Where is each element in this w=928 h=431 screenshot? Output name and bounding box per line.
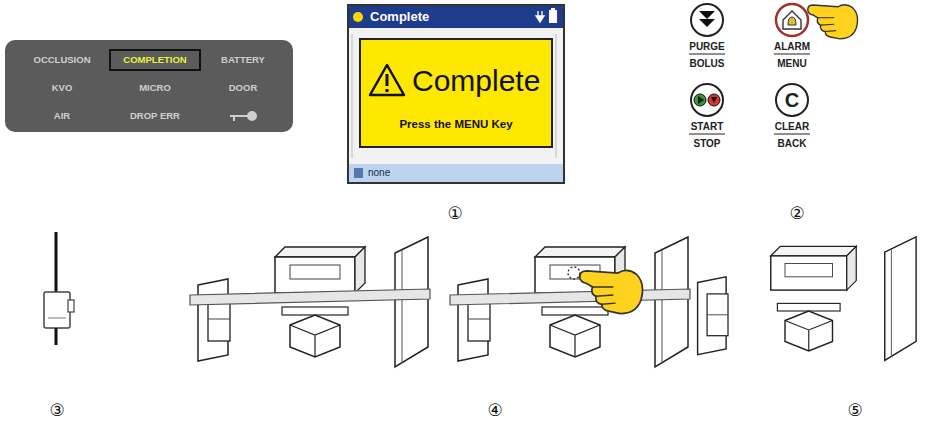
alarm-menu-button: ALARM MENU <box>760 2 824 74</box>
lcd-screen <box>348 5 564 183</box>
node-text: BOLUS <box>690 59 725 69</box>
alert-box-part <box>360 39 552 147</box>
node-text: C <box>785 90 799 110</box>
node-text: PURGE <box>689 42 725 52</box>
start-stop-button-icon-part <box>698 96 704 104</box>
lcd-screen-part <box>354 168 363 178</box>
pump-mechanism-pressing-part <box>580 270 643 313</box>
connector-plug <box>44 232 74 345</box>
node-text: DROP ERR <box>130 111 180 121</box>
alarm-button-icon-part <box>783 11 801 29</box>
connector-plug-part <box>68 300 74 312</box>
node-text: DOOR <box>229 83 258 93</box>
lcd-screen-part <box>536 11 544 22</box>
alert-box-part <box>370 65 404 95</box>
clear-button-icon <box>774 84 810 134</box>
pump-mechanism-with-tube <box>190 237 430 367</box>
alert-box <box>360 39 552 147</box>
key-lock-icon-part <box>230 115 248 117</box>
lcd-screen-part <box>352 34 556 158</box>
node-text: STOP <box>693 139 720 149</box>
lcd-screen-part <box>353 12 363 22</box>
alert-box: CompletePress the MENU Key <box>360 39 552 147</box>
lcd-screen-part <box>551 8 555 10</box>
pump-mechanism-pressing-part <box>450 289 690 305</box>
pump-mechanism-empty-part <box>698 237 917 361</box>
callout-number: ① <box>447 205 462 222</box>
alert-box-part <box>386 74 389 86</box>
node-text: none <box>368 168 390 178</box>
start-stop-button-icon-part <box>708 94 720 106</box>
connector-plug-part <box>55 232 58 292</box>
pump-mechanism-pressing-part <box>568 267 580 279</box>
key-lock-icon-part <box>233 116 235 121</box>
start-stop-button-icon-part <box>694 94 706 106</box>
node-text: START <box>691 122 724 132</box>
node-text: COMPLETION <box>123 55 186 65</box>
lcd-screen-part <box>549 10 557 23</box>
lcd-screen: Complete none CompletePress the MENU Key <box>348 5 564 183</box>
lcd-screen-part <box>349 164 563 182</box>
alarm-button-icon-part <box>776 4 808 36</box>
alarm-button-icon-part <box>788 17 796 25</box>
node-text: Complete <box>370 10 429 23</box>
purge-button-icon-part <box>689 53 725 54</box>
start-stop-button: START STOP <box>675 82 739 154</box>
node-text: BATTERY <box>221 55 265 65</box>
indicator-panel: OCCLUSION BATTERY KVO MICRO DOOR AIR DROP ERR C… <box>5 40 293 132</box>
purge-bolus-button: PURGE BOLUS <box>675 2 739 74</box>
callout-number: ③ <box>49 402 64 419</box>
start-stop-button-icon-part <box>711 97 717 103</box>
completion-indicator: COMPLETION <box>110 50 200 70</box>
start-stop-button-icon <box>689 84 725 134</box>
node-text: MENU <box>777 59 806 69</box>
pointing-hand <box>808 5 858 39</box>
clear-back-button: C CLEAR BACK <box>760 82 824 154</box>
pump-mechanism-with-tube-part <box>190 289 430 305</box>
key-lock-icon-part <box>248 112 256 120</box>
node-text: Complete <box>412 66 540 96</box>
connector-plug-part <box>55 328 58 345</box>
node-text: MICRO <box>139 83 171 93</box>
pump-mechanism-pressing <box>450 237 690 367</box>
alarm-button-icon <box>774 4 810 54</box>
start-stop-button-icon-part <box>691 84 723 116</box>
connector-plug-part <box>44 292 70 328</box>
node-text: OCCLUSION <box>34 55 91 65</box>
indicator-panel-shape-part <box>5 40 293 132</box>
alarm-button-icon-part <box>774 53 810 54</box>
lcd-screen-part <box>349 6 563 28</box>
indicator-panel-shape-part <box>110 50 200 70</box>
pump-mechanism-empty <box>698 237 917 361</box>
indicator-panel-shape <box>5 40 293 132</box>
clear-button-icon-part <box>774 133 810 134</box>
purge-button-icon-part <box>691 4 723 36</box>
key-lock-icon <box>230 112 256 121</box>
callout-number: ⑤ <box>847 402 862 419</box>
lcd-screen-part <box>348 5 564 183</box>
alert-box-part <box>385 89 389 93</box>
purge-button-icon-part <box>699 11 715 27</box>
node-text: ALARM <box>774 42 810 52</box>
node-text: AIR <box>54 111 70 121</box>
clear-button-icon-part <box>776 84 808 116</box>
node-text: Press the MENU Key <box>399 119 512 131</box>
node-text: KVO <box>52 83 73 93</box>
purge-button-icon <box>689 4 725 54</box>
callout-number: ② <box>789 205 804 222</box>
callout-number: ④ <box>487 402 502 419</box>
node-text: CLEAR <box>775 122 809 132</box>
start-stop-button-icon-part <box>689 133 725 134</box>
pointing-hand-part <box>808 5 858 39</box>
connector-plug-part <box>48 318 66 319</box>
node-text: BACK <box>778 139 807 149</box>
